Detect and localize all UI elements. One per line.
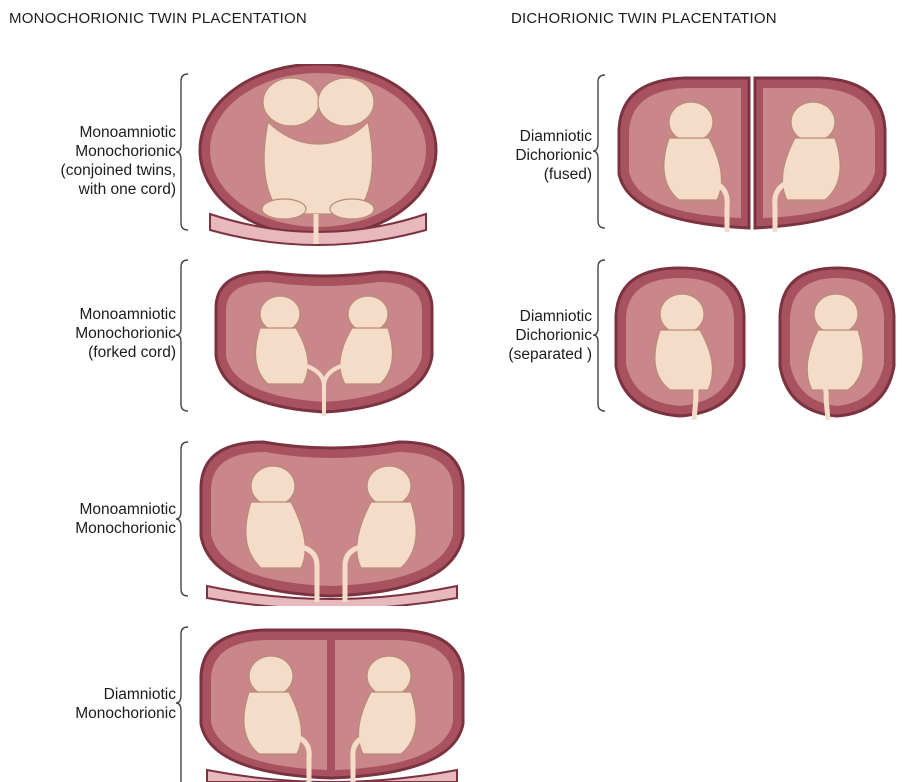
dichorionic-column-title: DICHORIONIC TWIN PLACENTATION [511,10,777,27]
case-label-di-di-separated: Diamniotic Dichorionic (separated ) [508,307,592,364]
placenta-illustration-di-di-separated-right [774,262,900,420]
bracket-di-di-separated [593,258,607,413]
monochorionic-column-title: MONOCHORIONIC TWIN PLACENTATION [9,10,307,27]
case-label-mono-mono-forked: Monoamniotic Monochorionic (forked cord) [75,305,176,362]
placenta-illustration-mono-mono-conjoined [196,64,441,246]
placenta-illustration-di-di-separated-left [610,262,750,420]
bracket-di-mono [176,625,190,782]
bracket-mono-mono-conjoined [176,72,190,232]
case-label-di-mono: Diamniotic Monochorionic [75,685,176,723]
bracket-mono-mono-forked [176,258,190,413]
placenta-illustration-mono-mono-forked [208,266,440,420]
placenta-illustration-mono-mono [193,436,470,606]
case-label-di-di-fused: Diamniotic Dichorionic (fused) [515,127,592,184]
bracket-di-di-fused [593,73,607,230]
bracket-mono-mono [176,440,190,598]
case-label-mono-mono-conjoined: Monoamniotic Monochorionic (conjoined tw… [61,123,176,199]
placenta-illustration-di-di-fused [613,72,891,234]
placenta-illustration-di-mono [193,624,470,782]
case-label-mono-mono: Monoamniotic Monochorionic [75,500,176,538]
